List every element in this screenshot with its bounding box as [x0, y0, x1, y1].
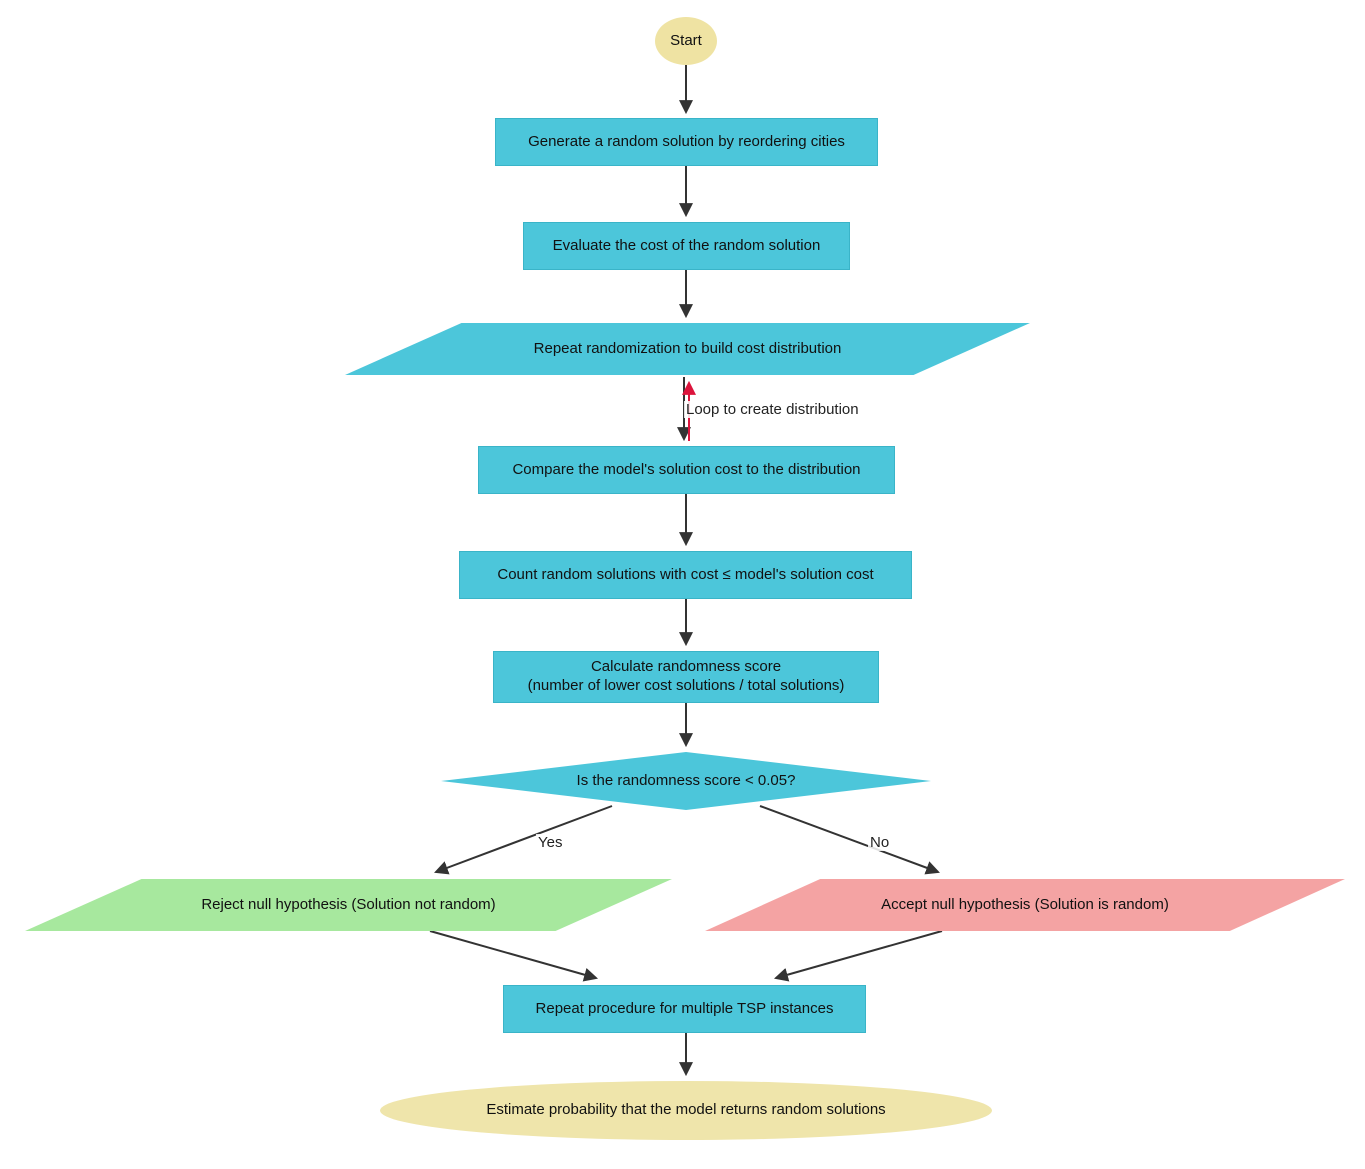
- node-generate-random-solution: Generate a random solution by reordering…: [495, 118, 878, 166]
- node-repeat-for-multiple-instances: Repeat procedure for multiple TSP instan…: [503, 985, 866, 1033]
- edge-label-loop: Loop to create distribution: [684, 401, 861, 418]
- edge-decision-reject: [434, 805, 613, 875]
- edge-label-no: No: [868, 834, 892, 851]
- node-compare-cost-distribution: Compare the model's solution cost to the…: [478, 446, 895, 494]
- node-start-terminal: Start: [655, 17, 717, 65]
- node-evaluate-cost: Evaluate the cost of the random solution: [523, 222, 850, 270]
- node-repeat-randomization-parallelogram: Repeat randomization to build cost distr…: [345, 323, 1030, 375]
- edge-decision-accept: [759, 805, 940, 875]
- node-estimate-probability-terminal: Estimate probability that the model retu…: [380, 1081, 992, 1140]
- node-count-lower-cost-solutions: Count random solutions with cost ≤ model…: [459, 551, 912, 599]
- node-calculate-randomness-score: Calculate randomness score (number of lo…: [493, 651, 879, 703]
- edge-reject-repeattsp: [429, 930, 599, 982]
- edge-accept-repeattsp: [773, 930, 943, 982]
- node-accept-null-hypothesis: Accept null hypothesis (Solution is rand…: [705, 879, 1345, 931]
- edge-label-yes: Yes: [536, 834, 565, 851]
- node-decision-score-threshold: Is the randomness score < 0.05?: [441, 752, 931, 810]
- node-reject-null-hypothesis: Reject null hypothesis (Solution not ran…: [25, 879, 672, 931]
